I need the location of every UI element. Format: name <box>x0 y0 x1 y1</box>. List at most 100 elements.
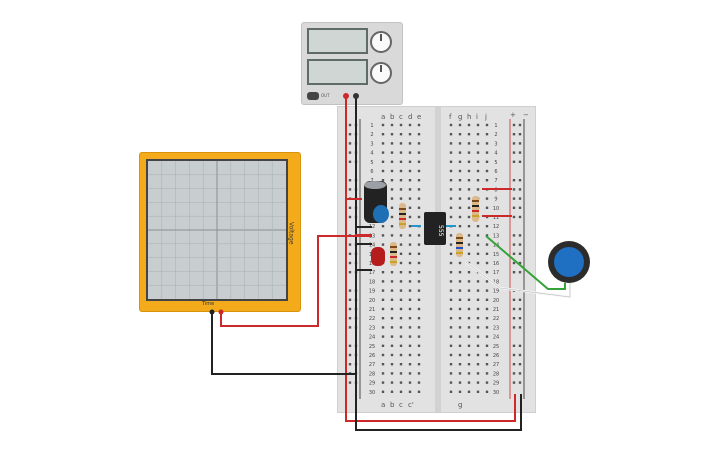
breadboard-hole[interactable] <box>458 363 462 366</box>
breadboard-hole[interactable] <box>408 142 412 145</box>
breadboard-hole[interactable] <box>467 225 471 228</box>
breadboard-hole[interactable] <box>399 234 403 237</box>
breadboard-hole[interactable] <box>476 169 480 173</box>
breadboard-hole[interactable] <box>458 261 462 265</box>
rail-hole[interactable] <box>518 363 522 366</box>
rail-hole[interactable] <box>348 206 352 209</box>
breadboard-hole[interactable] <box>381 326 385 329</box>
breadboard-hole[interactable] <box>381 390 385 393</box>
breadboard-hole[interactable] <box>458 151 462 154</box>
rail-hole[interactable] <box>518 326 522 329</box>
breadboard-hole[interactable] <box>390 215 394 219</box>
breadboard-hole[interactable] <box>467 289 471 292</box>
breadboard-hole[interactable] <box>390 372 394 375</box>
breadboard-hole[interactable] <box>417 289 421 292</box>
breadboard-hole[interactable] <box>399 363 403 366</box>
breadboard-hole[interactable] <box>417 142 421 145</box>
breadboard-hole[interactable] <box>399 289 403 292</box>
breadboard-hole[interactable] <box>449 123 453 127</box>
breadboard-hole[interactable] <box>381 307 385 311</box>
breadboard-hole[interactable] <box>485 317 489 320</box>
potentiometer[interactable] <box>548 241 590 283</box>
breadboard-hole[interactable] <box>390 225 394 228</box>
breadboard-hole[interactable] <box>408 234 412 237</box>
breadboard-hole[interactable] <box>485 307 489 311</box>
rail-hole[interactable] <box>512 179 516 182</box>
breadboard-hole[interactable] <box>476 353 480 357</box>
pot-wire-green[interactable] <box>485 235 566 290</box>
breadboard-hole[interactable] <box>399 317 403 320</box>
rail-hole[interactable] <box>348 261 352 265</box>
breadboard-hole[interactable] <box>381 169 385 173</box>
rail-hole[interactable] <box>348 133 352 136</box>
rail-hole[interactable] <box>518 179 522 182</box>
rail-hole[interactable] <box>518 215 522 219</box>
rail-hole[interactable] <box>512 234 516 237</box>
breadboard-hole[interactable] <box>476 261 480 265</box>
rail-hole[interactable] <box>348 151 352 154</box>
breadboard-hole[interactable] <box>381 289 385 292</box>
breadboard-hole[interactable] <box>476 188 480 191</box>
breadboard-hole[interactable] <box>458 188 462 191</box>
breadboard-hole[interactable] <box>458 225 462 228</box>
breadboard-hole[interactable] <box>449 261 453 265</box>
rail-hole[interactable] <box>518 206 522 209</box>
rail-hole[interactable] <box>348 243 352 246</box>
rail-hole[interactable] <box>512 372 516 375</box>
breadboard-hole[interactable] <box>408 271 412 274</box>
power-supply[interactable]: OUT <box>301 22 403 105</box>
breadboard-hole[interactable] <box>467 252 471 255</box>
rail-hole[interactable] <box>512 326 516 329</box>
breadboard-hole[interactable] <box>390 390 394 393</box>
scope-probe-wire[interactable] <box>220 235 372 327</box>
breadboard-hole[interactable] <box>485 243 489 246</box>
breadboard-hole[interactable] <box>399 335 403 338</box>
breadboard-hole[interactable] <box>417 243 421 246</box>
breadboard-hole[interactable] <box>408 133 412 136</box>
breadboard-hole[interactable] <box>476 252 480 255</box>
breadboard-hole[interactable] <box>476 234 480 237</box>
breadboard-hole[interactable] <box>485 160 489 163</box>
breadboard-hole[interactable] <box>381 179 385 182</box>
breadboard-hole[interactable] <box>417 363 421 366</box>
breadboard-hole[interactable] <box>467 298 471 301</box>
rail-hole[interactable] <box>348 252 352 255</box>
breadboard-hole[interactable] <box>485 197 489 200</box>
breadboard-hole[interactable] <box>485 335 489 338</box>
breadboard-hole[interactable] <box>458 372 462 375</box>
breadboard-hole[interactable] <box>485 123 489 127</box>
breadboard-hole[interactable] <box>390 206 394 209</box>
rail-hole[interactable] <box>518 160 522 163</box>
breadboard-hole[interactable] <box>381 123 385 127</box>
breadboard-hole[interactable] <box>476 160 480 163</box>
breadboard-hole[interactable] <box>476 326 480 329</box>
breadboard-hole[interactable] <box>476 298 480 301</box>
breadboard-hole[interactable] <box>399 271 403 274</box>
rail-hole[interactable] <box>512 307 516 311</box>
breadboard-hole[interactable] <box>449 197 453 200</box>
rail-hole[interactable] <box>518 353 522 357</box>
breadboard-hole[interactable] <box>476 317 480 320</box>
rail-hole[interactable] <box>348 142 352 145</box>
breadboard-hole[interactable] <box>449 133 453 136</box>
breadboard-hole[interactable] <box>467 271 471 274</box>
breadboard-hole[interactable] <box>458 169 462 173</box>
breadboard-hole[interactable] <box>449 372 453 375</box>
breadboard-hole[interactable] <box>458 215 462 219</box>
breadboard-hole[interactable] <box>417 160 421 163</box>
breadboard-hole[interactable] <box>449 243 453 246</box>
breadboard-hole[interactable] <box>390 133 394 136</box>
breadboard-hole[interactable] <box>408 197 412 200</box>
breadboard-hole[interactable] <box>449 381 453 384</box>
breadboard-hole[interactable] <box>449 298 453 301</box>
breadboard-hole[interactable] <box>408 317 412 320</box>
breadboard-hole[interactable] <box>417 326 421 329</box>
breadboard-hole[interactable] <box>399 326 403 329</box>
breadboard-hole[interactable] <box>485 363 489 366</box>
breadboard-hole[interactable] <box>417 307 421 311</box>
breadboard-hole[interactable] <box>390 280 394 283</box>
rail-hole[interactable] <box>518 298 522 301</box>
breadboard-hole[interactable] <box>449 179 453 182</box>
breadboard-hole[interactable] <box>467 206 471 209</box>
breadboard-hole[interactable] <box>390 197 394 200</box>
